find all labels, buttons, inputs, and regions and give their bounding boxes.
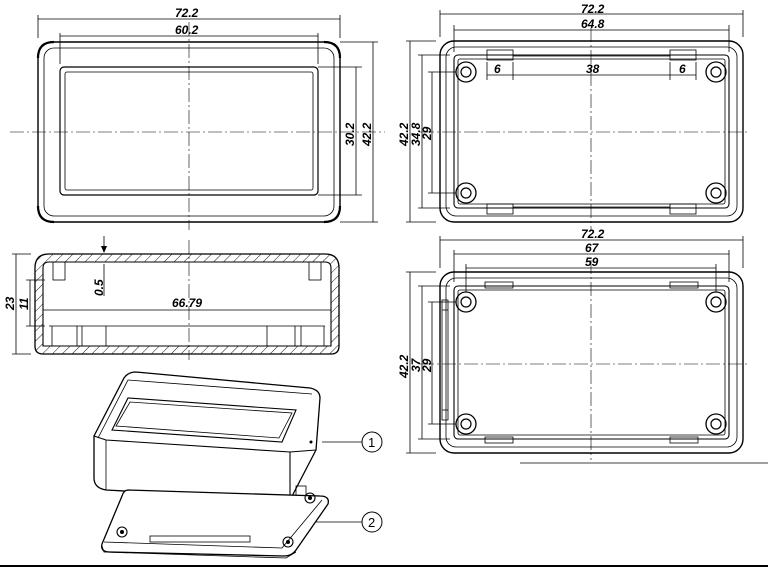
bl-width-inner: 59	[585, 255, 599, 269]
screw-boss-bl	[455, 182, 477, 204]
base-plate-part	[101, 489, 329, 559]
bottom-view-lower: 72.2 67 59 42.2 37 29	[397, 227, 768, 464]
section-inner-length: 66.79	[172, 296, 202, 310]
bl-height-outer: 42.2	[397, 354, 411, 379]
isometric-view: 1 2	[93, 371, 383, 559]
callout-2-circle	[361, 511, 383, 533]
top-height-inner: 30.2	[343, 122, 357, 146]
housing-part	[93, 371, 321, 501]
bu-gap-center: 38	[586, 62, 600, 76]
top-width-inner: 60.2	[175, 23, 199, 37]
callout-2-label: 2	[368, 515, 375, 530]
screw-boss-br	[705, 182, 727, 204]
screw-boss-tl	[455, 61, 477, 83]
section-view: 23 11 0.5 66.79	[3, 236, 340, 360]
bu-height-outer: 42.2	[397, 122, 411, 147]
bl-width-outer: 72.2	[581, 227, 605, 241]
screw-boss-lower-br	[705, 413, 727, 435]
top-width-outer: 72.2	[175, 6, 199, 20]
bu-height-mid: 34.8	[409, 122, 423, 146]
bl-height-mid: 37	[409, 357, 423, 372]
screw-boss-lower-bl	[455, 413, 477, 435]
top-height-outer: 42.2	[360, 122, 374, 147]
bu-height-inner: 29	[420, 126, 434, 141]
bu-gap-left: 6	[494, 62, 501, 76]
bu-gap-right: 6	[679, 62, 686, 76]
bu-width-inner: 64.8	[581, 17, 605, 31]
screw-boss-lower-tl	[455, 291, 477, 313]
bu-width-outer: 72.2	[581, 2, 605, 16]
section-height-inner: 11	[17, 297, 31, 310]
screw-boss-tr	[705, 61, 727, 83]
bl-width-mid: 67	[585, 241, 600, 255]
bl-height-inner: 29	[420, 358, 434, 373]
screw-boss-lower-tr	[705, 291, 727, 313]
callout-1-circle	[361, 431, 383, 453]
section-height-total: 23	[3, 296, 17, 311]
section-wall: 0.5	[92, 279, 106, 296]
top-view: 72.2 60.2 30.2 42.2	[10, 6, 385, 230]
bottom-view-upper: 72.2 64.8 6 38 6 42.2 34.8 29	[397, 2, 748, 230]
callout-1-label: 1	[368, 435, 375, 450]
